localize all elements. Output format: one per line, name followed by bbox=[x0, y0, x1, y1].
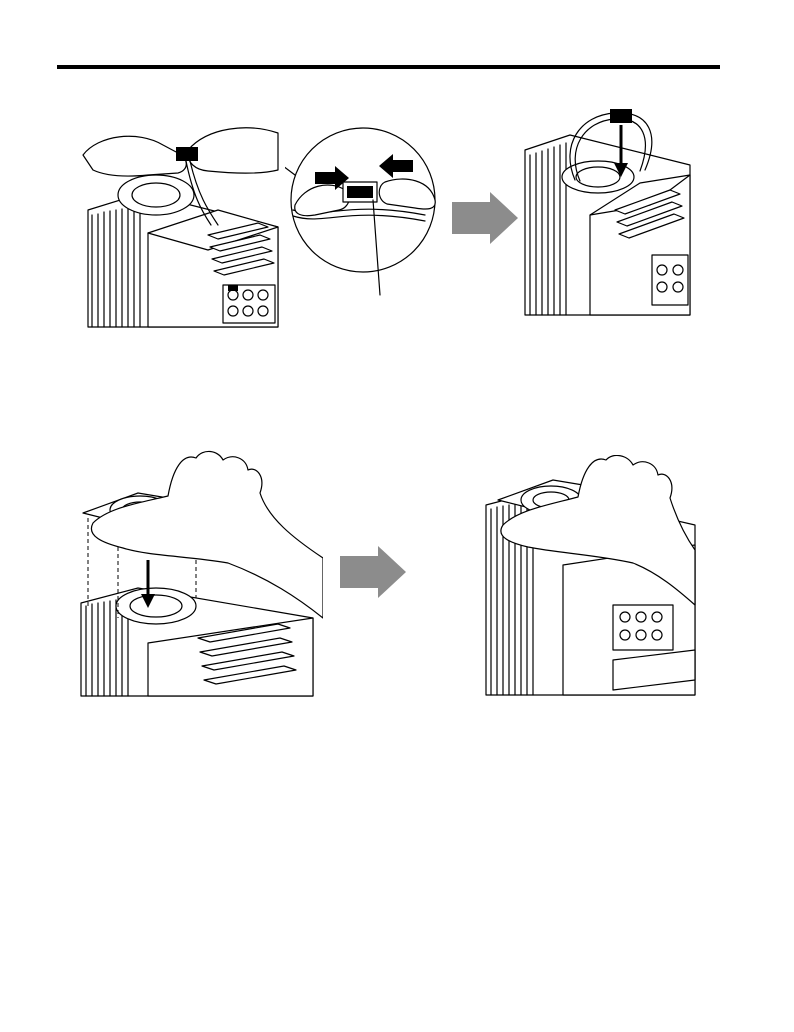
right-arrow-icon bbox=[340, 546, 406, 598]
figure-disconnect-cable bbox=[78, 115, 283, 330]
figure-insert-fan bbox=[78, 448, 323, 698]
figure-fan-installed bbox=[483, 455, 698, 697]
right-arrow-icon bbox=[452, 192, 518, 244]
header-rule bbox=[57, 65, 720, 69]
figure-connector-detail bbox=[285, 120, 445, 300]
figure-cable-stowed bbox=[520, 105, 700, 320]
